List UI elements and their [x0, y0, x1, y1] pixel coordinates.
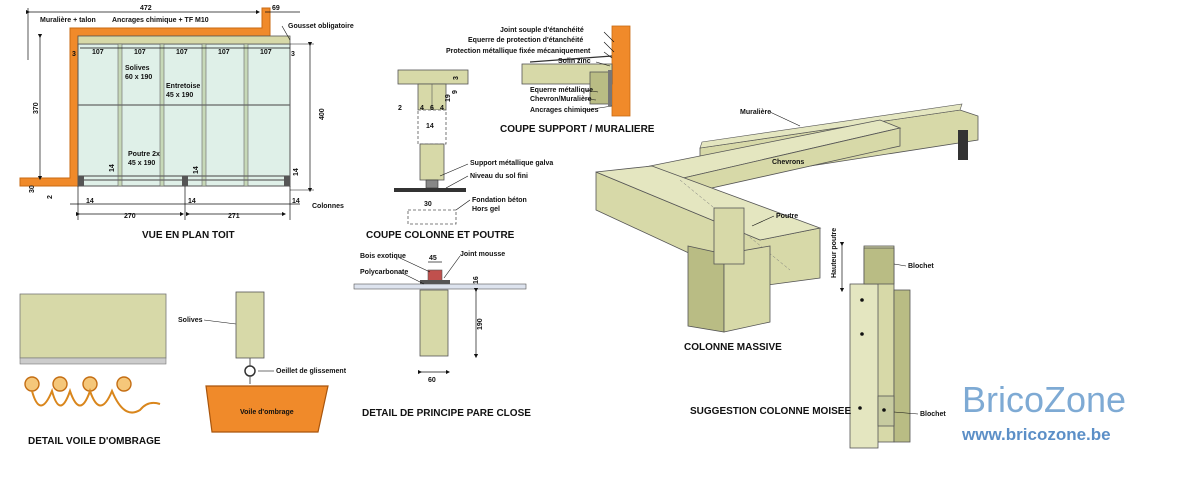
dim-pc-45: 45 [429, 255, 437, 262]
colonne-moisee [849, 245, 911, 449]
dim-span-right: 271 [228, 213, 240, 220]
label-bois-exotique: Bois exotique [360, 253, 406, 260]
label-ancrages: Ancrages chimique + TF M10 [112, 17, 209, 24]
dim-cb-30: 30 [424, 201, 432, 208]
label-voile: Voile d'ombrage [240, 409, 294, 416]
dim-cb-9: 9 [452, 90, 459, 94]
dim-cb-3: 3 [453, 76, 460, 80]
dim-bay-4: 107 [218, 49, 230, 56]
dim-post-3: 14 [293, 168, 300, 176]
label-muraliere-talon: Muralière + talon [40, 17, 96, 24]
title-colonne-moisee: SUGGESTION COLONNE MOISEE [690, 406, 851, 417]
dim-post-bottom-2: 14 [188, 198, 196, 205]
dim-cb-4b: 4 [440, 105, 444, 112]
brand-watermark: BricoZone www.bricozone.be [961, 379, 1126, 444]
label-hauteur-poutre: Hauteur poutre [831, 228, 838, 278]
label-iso-muraliere: Muralière [740, 109, 771, 116]
title-shade: DETAIL VOILE D'OMBRAGE [28, 436, 161, 447]
label-solives-size: 60 x 190 [125, 74, 152, 81]
dim-pc-60: 60 [428, 377, 436, 384]
roof-plan-wall [19, 7, 271, 187]
label-chevron-muraliere: Chevron/Muralière [530, 96, 592, 103]
dim-edge-right: 3 [291, 51, 295, 58]
dim-height-right: 400 [319, 108, 326, 120]
isometric-assembly: Muralière Chevrons Poutre COLONNE MASSIV… [595, 103, 979, 449]
label-shade-solives: Solives [178, 317, 203, 324]
dim-pc-16: 16 [473, 276, 480, 284]
shade-detail: Solives Oeillet de glissement Voile d'om… [19, 291, 347, 447]
label-fondation: Fondation béton [472, 197, 527, 204]
label-gousset: Gousset obligatoire [288, 23, 354, 30]
dim-bay-1: 107 [92, 49, 104, 56]
dim-bay-5: 107 [260, 49, 272, 56]
parclose-detail: 45 16 190 60 Bois exotique Polycarbonate… [353, 251, 531, 419]
label-entretoise: Entretoise [166, 83, 200, 90]
dim-post-bottom-3: 14 [292, 198, 300, 205]
title-parclose: DETAIL DE PRINCIPE PARE CLOSE [362, 408, 531, 419]
label-blochet-bottom: Blochet [920, 411, 946, 418]
brand-url: www.bricozone.be [961, 425, 1111, 444]
dim-cb-4: 4 [420, 105, 424, 112]
label-equerre-metallique: Equerre métallique [530, 87, 593, 94]
label-entretoise-size: 45 x 190 [166, 92, 193, 99]
support-wall-section: Joint souple d'étanchéité Equerre de pro… [446, 25, 655, 135]
label-support-galva: Support métallique galva [470, 160, 553, 167]
label-ancrages-chimiques: Ancrages chimiques [530, 107, 599, 114]
dim-cb-14: 14 [426, 123, 434, 130]
label-joint-souple: Joint souple d'étanchéité [500, 27, 584, 34]
dim-post-2: 14 [193, 166, 200, 174]
dim-cb-6: 6 [430, 105, 434, 112]
label-joint-mousse: Joint mousse [460, 251, 505, 258]
dim-post-bottom-1: 14 [86, 198, 94, 205]
roof-plan-view: 472 69 Muralière + talon Ancrages chimiq… [19, 5, 354, 241]
label-iso-poutre: Poutre [776, 213, 798, 220]
label-iso-chevrons: Chevrons [772, 159, 804, 166]
dim-post-1: 14 [109, 164, 116, 172]
label-solin-zinc: Solin zinc [558, 58, 591, 65]
label-protection-metallique: Protection métallique fixée mécaniquemen… [446, 48, 591, 55]
dim-cb-2: 2 [398, 105, 402, 112]
dim-left-bottom: 30 [29, 185, 36, 193]
label-blochet-top: Blochet [908, 263, 934, 270]
title-colonne-massive: COLONNE MASSIVE [684, 342, 782, 353]
title-column-beam: COUPE COLONNE ET POUTRE [366, 230, 515, 241]
column-beam-section: 3 9 19 2 4 6 4 14 30 Support métallique … [366, 69, 553, 241]
label-equerre-protection: Equerre de protection d'étanchéité [468, 37, 583, 44]
label-colonnes: Colonnes [312, 203, 344, 210]
dim-span-left: 270 [124, 213, 136, 220]
label-niveau-sol: Niveau du sol fini [470, 173, 528, 180]
label-poutre-size: 45 x 190 [128, 160, 155, 167]
dim-top-right: 69 [272, 5, 280, 12]
brand-name: BricoZone [962, 379, 1126, 420]
label-hors-gel: Hors gel [472, 206, 500, 213]
label-oeillet: Oeillet de glissement [276, 368, 347, 375]
dim-height-left: 370 [33, 102, 40, 114]
dim-bay-2: 107 [134, 49, 146, 56]
dim-total-width: 472 [140, 5, 152, 12]
title-roof-plan: VUE EN PLAN TOIT [142, 230, 235, 241]
dim-small-bottom: 2 [47, 195, 54, 199]
dim-bay-3: 107 [176, 49, 188, 56]
dim-cb-19: 19 [445, 94, 452, 102]
roof-plan-joists [117, 43, 249, 187]
dim-edge-left: 3 [72, 51, 76, 58]
label-poutre: Poutre 2x [128, 151, 160, 158]
title-support-wall: COUPE SUPPORT / MURALIERE [500, 124, 655, 135]
dim-pc-190: 190 [477, 318, 484, 330]
label-polycarbonate: Polycarbonate [360, 269, 408, 276]
label-solives: Solives [125, 65, 150, 72]
